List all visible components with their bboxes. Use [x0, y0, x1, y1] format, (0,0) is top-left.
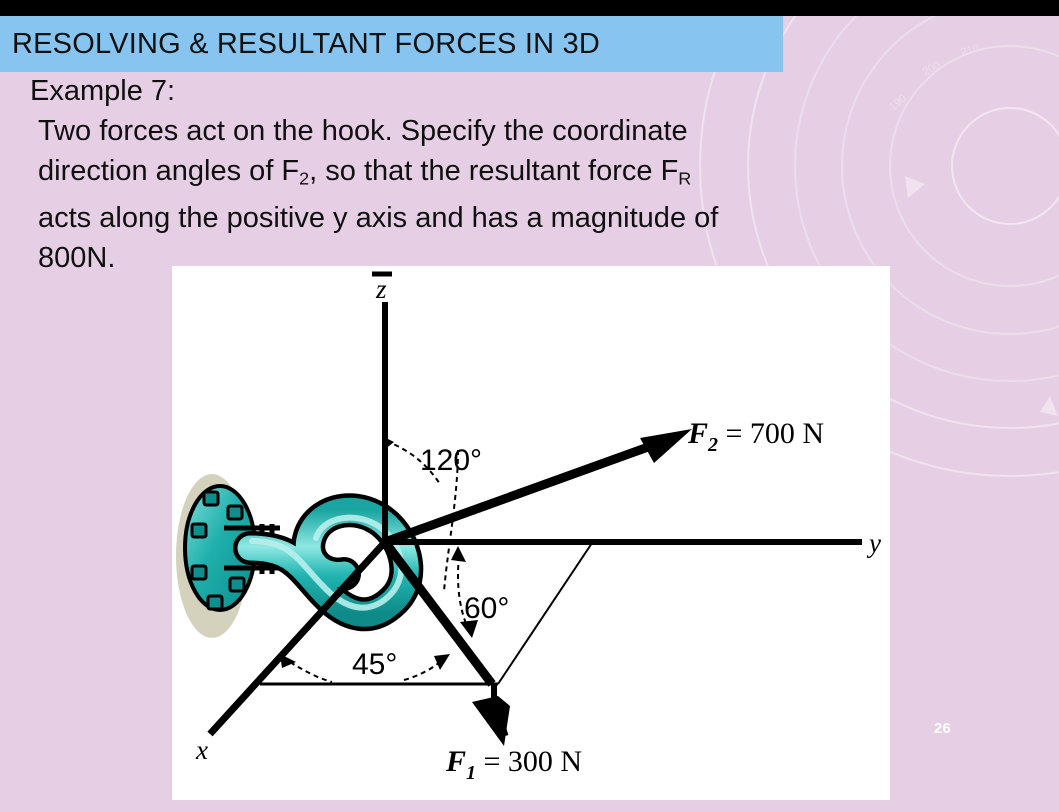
f2-value: = 700 N: [718, 417, 824, 450]
f2-arrowhead: [640, 429, 692, 463]
body-line-2: direction angles of F2, so that the resu…: [26, 151, 1026, 198]
y-axis-label: y: [866, 528, 881, 558]
z-axis-label: z: [375, 274, 387, 304]
slide-page-number: 26: [934, 720, 951, 737]
angle-45-label: 45°: [352, 648, 397, 681]
f2-subscript: 2: [299, 168, 310, 189]
force-f1-vector: [381, 539, 510, 746]
f2-symbol: F: [687, 417, 708, 450]
svg-text:210: 210: [960, 42, 981, 59]
leader-120: [443, 449, 459, 592]
example-heading: Example 7:: [30, 75, 176, 107]
hook-body-fill: [237, 497, 419, 627]
force-f2-label: F2 = 700 N: [687, 417, 824, 456]
f1-subscript-char: 1: [466, 762, 476, 784]
angle-60-label: 60°: [464, 592, 509, 625]
figure-container: z y x: [172, 266, 890, 800]
arc-45: [289, 661, 333, 683]
arc-45-right: [403, 661, 441, 681]
force-f2-vector: [383, 429, 692, 547]
arc-120: [385, 440, 441, 485]
f2-subscript-char: 2: [707, 434, 718, 456]
slide-body: Example 7: Two forces act on the hook. S…: [26, 72, 1026, 278]
projection-to-y-axis: [497, 542, 593, 685]
x-axis-label: x: [195, 735, 208, 765]
body-line-1: Two forces act on the hook. Specify the …: [38, 115, 688, 147]
top-black-bar: [0, 0, 1059, 16]
body-line-2-part-a: direction angles of F: [38, 155, 300, 187]
body-line-4: 800N.: [38, 242, 116, 275]
body-line-2-part-b: , so that the resultant force F: [309, 155, 679, 187]
x-axis: [207, 539, 388, 737]
force-f1-label: F1 = 300 N: [445, 745, 582, 784]
hook-highlight: [249, 514, 405, 611]
plate-bolts: [190, 490, 246, 611]
page-title: RESOLVING & RESULTANT FORCES IN 3D: [12, 27, 600, 60]
body-line-3: acts along the positive y axis and has a…: [38, 202, 719, 235]
fr-subscript: R: [678, 168, 692, 189]
projection-construction: [260, 542, 593, 686]
f1-arrowhead: [472, 696, 510, 746]
angle-annotations: [280, 436, 478, 683]
f1-symbol: F: [445, 745, 466, 778]
coordinate-axes: [207, 302, 862, 737]
f1-value: = 300 N: [476, 745, 582, 778]
hook-illustration: [176, 474, 424, 638]
slide-title-banner: RESOLVING & RESULTANT FORCES IN 3D: [0, 16, 783, 72]
force-diagram: z y x: [176, 271, 881, 784]
angle-120-label: 120°: [420, 444, 482, 477]
